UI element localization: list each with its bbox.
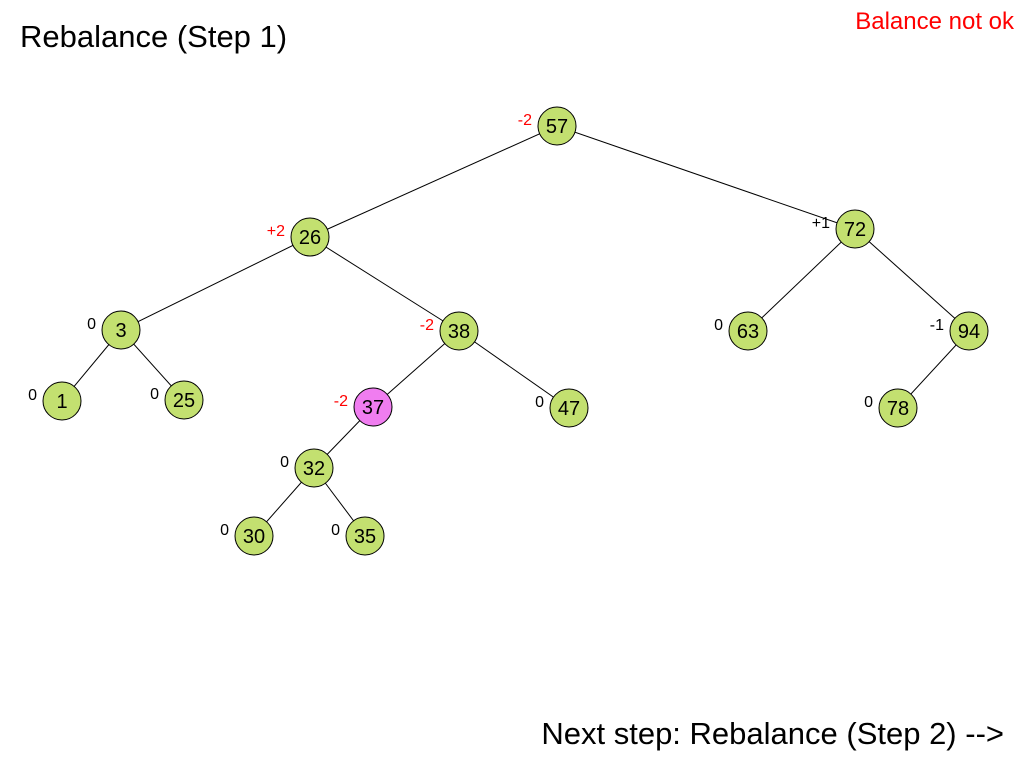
node-circle — [835, 209, 875, 249]
tree-edge — [458, 330, 570, 409]
tree-node-25: 25 0 — [150, 380, 204, 420]
tree-node-1: 10 — [28, 381, 82, 421]
tree-node-26: 26 +2 — [267, 217, 330, 257]
tree-edge — [309, 125, 558, 238]
node-circle — [345, 516, 385, 556]
balance-factor: 0 — [28, 387, 37, 404]
node-value: 72 — [844, 219, 866, 241]
tree-node-38: 38 -2 — [420, 311, 479, 351]
balance-factor: +1 — [812, 215, 830, 232]
balance-factor: -2 — [334, 393, 348, 410]
node-value: 63 — [737, 321, 759, 343]
balance-factor: 0 — [150, 386, 159, 403]
node-value: 30 — [243, 526, 265, 548]
node-value: 94 — [958, 321, 980, 343]
node-value: 78 — [887, 398, 909, 420]
tree-edge — [556, 125, 856, 230]
edges-layer — [61, 125, 970, 537]
node-value: 38 — [448, 321, 470, 343]
tree-edge — [854, 228, 970, 332]
tree-node-47: 47 0 — [535, 388, 589, 428]
node-circle — [949, 311, 989, 351]
node-circle — [728, 311, 768, 351]
balance-status: Balance not ok — [855, 8, 1014, 35]
balance-factor: -2 — [420, 317, 434, 334]
node-circle — [290, 217, 330, 257]
node-circle — [42, 381, 82, 421]
balance-factor: 0 — [220, 522, 229, 539]
tree-node-63: 63 0 — [714, 311, 768, 351]
tree-node-57: 57 -2 — [518, 106, 577, 146]
tree-node-32: 32 0 — [280, 448, 334, 488]
tree-edge — [747, 228, 856, 332]
tree-node-78: 78 0 — [864, 388, 918, 428]
node-circle — [537, 106, 577, 146]
balance-factor: 0 — [87, 316, 96, 333]
node-circle — [439, 311, 479, 351]
node-value: 3 — [115, 320, 126, 342]
balance-factor: 0 — [714, 317, 723, 334]
balance-factor: -1 — [930, 317, 944, 334]
balance-factor: 0 — [280, 454, 289, 471]
node-circle — [164, 380, 204, 420]
node-circle — [234, 516, 274, 556]
node-value: 26 — [299, 227, 321, 249]
tree-node-94: 94 -1 — [930, 311, 989, 351]
node-circle — [294, 448, 334, 488]
node-value: 47 — [558, 398, 580, 420]
balance-factor: 0 — [864, 394, 873, 411]
node-circle — [878, 388, 918, 428]
next-step-link[interactable]: Next step: Rebalance (Step 2) --> — [541, 716, 1004, 751]
balance-factor: 0 — [331, 522, 340, 539]
tree-node-35: 35 0 — [331, 516, 385, 556]
node-value: 32 — [303, 458, 325, 480]
balance-factor: -2 — [518, 112, 532, 129]
node-circle — [549, 388, 589, 428]
node-value: 37 — [362, 397, 384, 419]
node-value: 35 — [354, 526, 376, 548]
tree-edge — [120, 236, 311, 331]
balance-factor: 0 — [535, 394, 544, 411]
tree-node-3: 30 — [87, 310, 141, 350]
tree-edge — [309, 236, 460, 332]
balance-factor: +2 — [267, 223, 285, 240]
tree-node-30: 30 0 — [220, 516, 274, 556]
tree-node-72: 72 +1 — [812, 209, 875, 249]
node-value: 57 — [546, 116, 568, 138]
page-title: Rebalance (Step 1) — [20, 19, 288, 54]
node-value: 25 — [173, 390, 195, 412]
node-circle — [101, 310, 141, 350]
node-circle — [353, 387, 393, 427]
node-value: 1 — [56, 391, 67, 413]
tree-node-37: 37 -2 — [334, 387, 393, 427]
